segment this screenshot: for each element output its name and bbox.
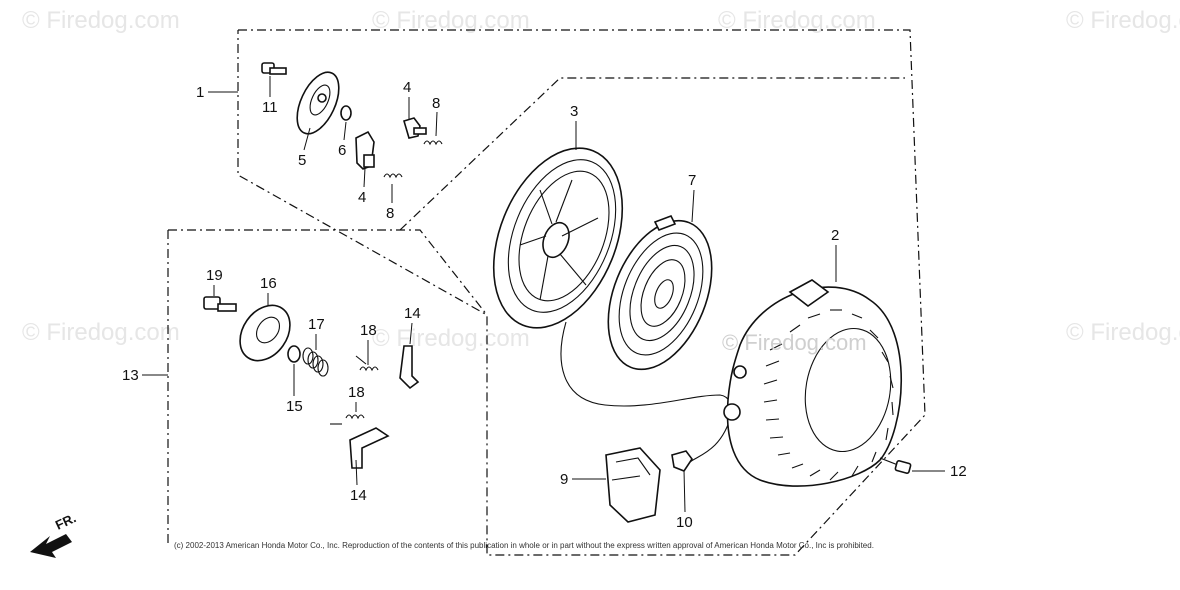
callout-5: 5 [298,152,306,169]
callout-9: 9 [560,471,568,488]
front-direction-label: FR. [53,510,78,532]
watermark-mid-left: © Firedog.com [22,319,180,346]
part-19-bolt [203,296,237,312]
callout-2: 2 [831,227,839,244]
callout-17: 17 [308,316,325,333]
part-3-reel [492,147,624,329]
callout-14-upper: 14 [404,305,421,322]
part-8-spring-upper [423,140,443,146]
callout-11: 11 [262,99,278,116]
front-arrow-icon [30,534,72,558]
part-2-starter-case [723,279,903,487]
callout-7: 7 [688,172,696,189]
front-direction-indicator: FR. [30,510,78,558]
watermark-center-case: © Firedog.com [722,330,867,355]
part-6-washer [340,105,352,121]
callout-3: 3 [570,103,578,120]
callout-8-lower: 8 [386,205,394,222]
callout-15: 15 [286,398,303,415]
callout-group: 1 11 5 6 4 8 4 8 3 7 2 12 9 10 13 19 16 [122,76,967,531]
callout-6: 6 [338,142,346,159]
part-8-spring-lower [383,173,403,179]
callout-12: 12 [950,463,967,480]
part-11-bolt [261,62,287,75]
part-7-recoil-spring [607,214,713,371]
part-16-friction-plate [239,304,291,362]
part-4-pawl-upper [403,117,427,139]
part-15-washer [287,345,301,363]
part-17-spring [302,347,329,377]
callout-10: 10 [676,514,693,531]
group-13-outline [168,229,488,316]
part-9-starter-grip [605,447,661,523]
center-watermark-group: © Firedog.com [722,330,867,355]
group-1-connector [399,77,905,231]
watermark-top-right: © Firedog.com [1066,7,1180,34]
group-1-outline [237,29,926,556]
callout-4-upper: 4 [403,79,411,96]
part-10-rope-guide [671,450,693,472]
watermark-top-left: © Firedog.com [22,7,180,34]
part-5-ratchet-plate [296,71,340,135]
callout-16: 16 [260,275,277,292]
part-14-guide-upper [399,345,420,390]
copyright-notice: (c) 2002-2013 American Honda Motor Co., … [174,541,874,550]
callout-8-upper: 8 [432,95,440,112]
callout-4-lower: 4 [358,189,366,206]
watermark-mid-center: © Firedog.com [372,325,530,352]
part-18-spring-upper [359,366,379,372]
part-4-pawl-lower [355,130,375,170]
callout-13: 13 [122,367,139,384]
callout-18-lower: 18 [348,384,365,401]
watermark-mid-right: © Firedog.com [1066,319,1180,346]
part-18-spring-upper-hook [355,355,367,365]
part-14-guide-lower [349,427,390,469]
callout-14-lower: 14 [350,487,367,504]
callout-1: 1 [196,84,204,101]
callout-18-upper: 18 [360,322,377,339]
callout-19: 19 [206,267,223,284]
starter-rope [560,321,732,463]
part-18-spring-lower [345,414,365,420]
part-12-bolt [879,457,912,474]
